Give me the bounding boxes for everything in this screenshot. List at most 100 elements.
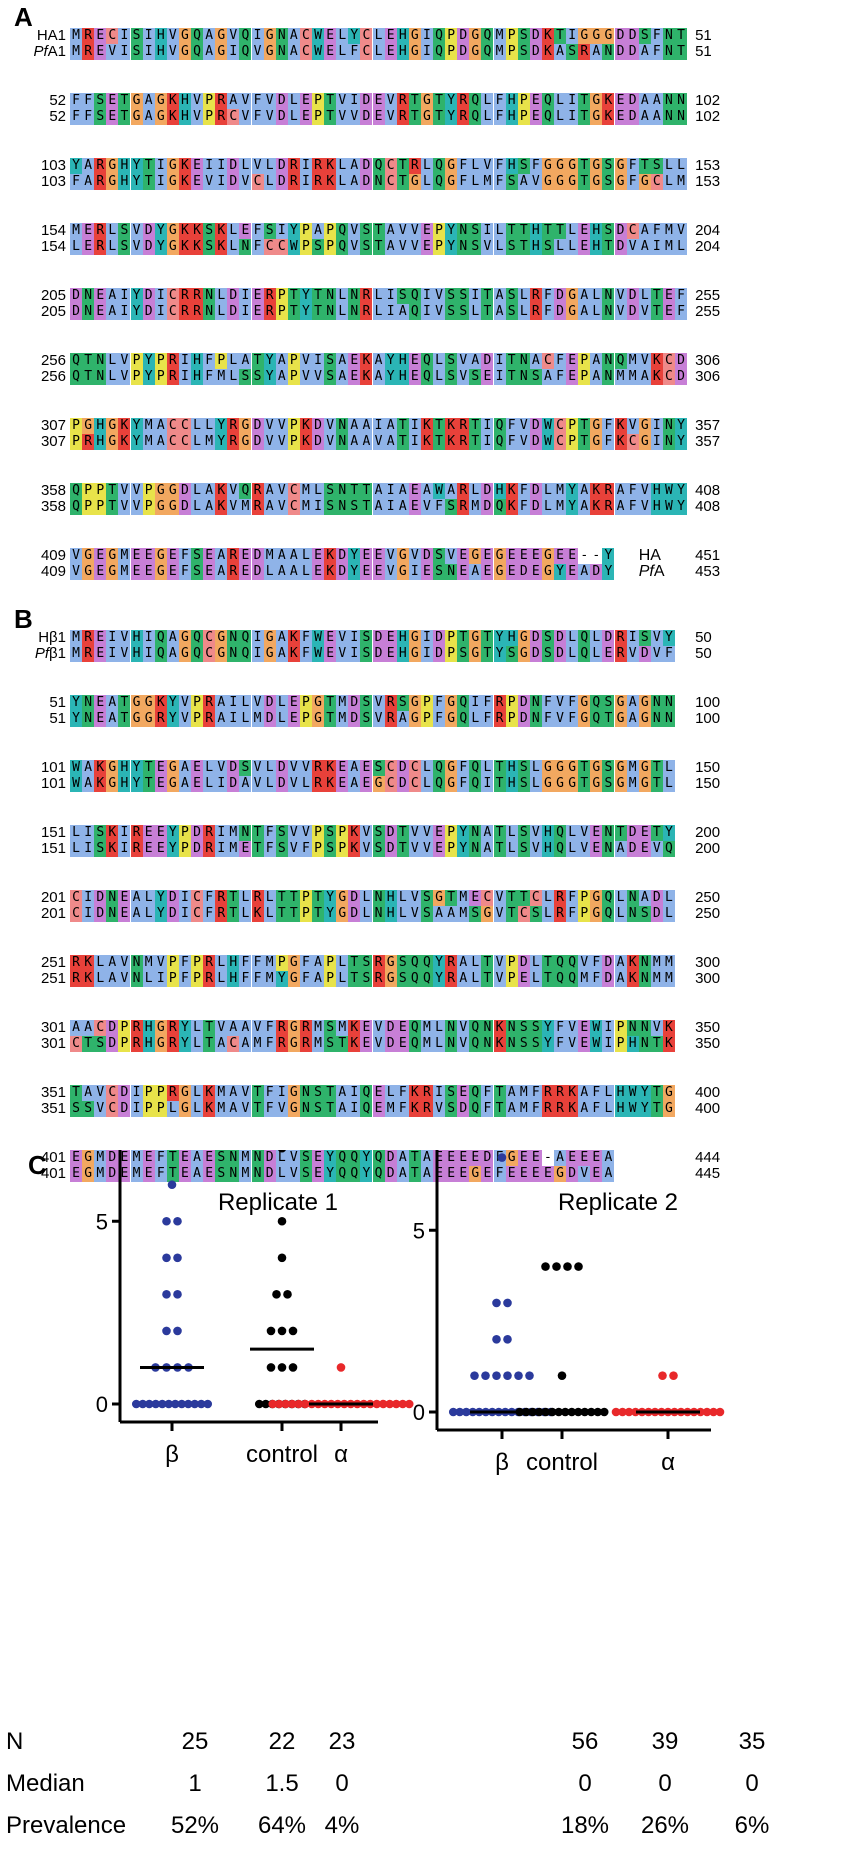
residue: L bbox=[493, 239, 506, 255]
residue: Q bbox=[408, 1020, 421, 1036]
residue: D bbox=[529, 44, 542, 60]
residue: T bbox=[396, 841, 409, 857]
residue: S bbox=[505, 174, 518, 190]
residue: R bbox=[94, 174, 107, 190]
residue: L bbox=[614, 890, 627, 906]
residue: Y bbox=[142, 369, 155, 385]
residue: P bbox=[445, 841, 458, 857]
residue: Q bbox=[336, 1166, 349, 1182]
residue: S bbox=[517, 825, 530, 841]
residue: E bbox=[299, 93, 312, 109]
residue: A bbox=[505, 1101, 518, 1117]
data-point bbox=[702, 1407, 712, 1417]
residue: F bbox=[590, 971, 603, 987]
residue: R bbox=[554, 906, 567, 922]
residue: E bbox=[336, 760, 349, 776]
residue: L bbox=[299, 776, 312, 792]
residue: Q bbox=[433, 44, 446, 60]
residue: D bbox=[529, 28, 542, 44]
residue: V bbox=[529, 825, 542, 841]
residue: E bbox=[94, 28, 107, 44]
residue: S bbox=[517, 28, 530, 44]
residue: S bbox=[275, 825, 288, 841]
residue: N bbox=[324, 288, 337, 304]
residue: V bbox=[638, 499, 651, 515]
residue: E bbox=[445, 1166, 458, 1182]
residue: M bbox=[650, 955, 663, 971]
residue: F bbox=[433, 499, 446, 515]
residue: V bbox=[130, 483, 143, 499]
residue: S bbox=[275, 841, 288, 857]
residue: D bbox=[517, 955, 530, 971]
data-point bbox=[167, 1180, 177, 1189]
sequence-end-label: 408 bbox=[695, 498, 721, 515]
residue: A bbox=[203, 499, 216, 515]
residue: D bbox=[626, 825, 639, 841]
residue: P bbox=[275, 955, 288, 971]
residue: L bbox=[554, 109, 567, 125]
residue: D bbox=[554, 288, 567, 304]
residue: L bbox=[396, 906, 409, 922]
residue: D bbox=[275, 93, 288, 109]
residue: A bbox=[650, 93, 663, 109]
residue: T bbox=[348, 483, 361, 499]
residue: D bbox=[106, 1150, 119, 1166]
residue: D bbox=[529, 646, 542, 662]
residue: A bbox=[166, 646, 179, 662]
residue: G bbox=[517, 630, 530, 646]
residue: Y bbox=[360, 1150, 373, 1166]
residue: S bbox=[505, 646, 518, 662]
residue: S bbox=[324, 369, 337, 385]
residue: H bbox=[227, 971, 240, 987]
residue: L bbox=[239, 906, 252, 922]
residue: D bbox=[602, 630, 615, 646]
residue: L bbox=[590, 630, 603, 646]
residue: V bbox=[178, 711, 191, 727]
residue: N bbox=[82, 695, 95, 711]
residue: A bbox=[469, 353, 482, 369]
residue: I bbox=[215, 776, 228, 792]
residue: Y bbox=[662, 825, 675, 841]
residue: Y bbox=[263, 369, 276, 385]
residue: K bbox=[650, 353, 663, 369]
residue: M bbox=[420, 1036, 433, 1052]
residue: K bbox=[662, 1020, 675, 1036]
residue: L bbox=[469, 158, 482, 174]
residue: G bbox=[590, 158, 603, 174]
residue: A bbox=[638, 44, 651, 60]
residue: L bbox=[142, 890, 155, 906]
residue: G bbox=[602, 28, 615, 44]
residue: N bbox=[457, 239, 470, 255]
residue: G bbox=[554, 174, 567, 190]
residue: G bbox=[590, 890, 603, 906]
residue: A bbox=[614, 955, 627, 971]
residue: W bbox=[70, 760, 83, 776]
residue: Y bbox=[130, 434, 143, 450]
residue: G bbox=[106, 760, 119, 776]
residue: K bbox=[348, 841, 361, 857]
residue: F bbox=[70, 93, 83, 109]
residue: E bbox=[614, 93, 627, 109]
residue: A bbox=[203, 483, 216, 499]
stat-value: 1.5 bbox=[265, 1770, 299, 1797]
residue: C bbox=[106, 28, 119, 44]
data-point bbox=[272, 1290, 281, 1299]
residue: F bbox=[203, 353, 216, 369]
residue: Y bbox=[263, 353, 276, 369]
residue: E bbox=[154, 760, 167, 776]
residue: M bbox=[578, 971, 591, 987]
data-point bbox=[696, 1407, 705, 1417]
data-point bbox=[461, 1407, 471, 1417]
residue: G bbox=[638, 434, 651, 450]
residue: T bbox=[481, 630, 494, 646]
residue: E bbox=[191, 174, 204, 190]
residue: V bbox=[650, 646, 663, 662]
residue: L bbox=[263, 564, 276, 580]
residue: F bbox=[566, 711, 579, 727]
residue: T bbox=[505, 353, 518, 369]
residue: A bbox=[312, 223, 325, 239]
residue: T bbox=[408, 1166, 421, 1182]
residue: S bbox=[360, 955, 373, 971]
residue: F bbox=[602, 418, 615, 434]
